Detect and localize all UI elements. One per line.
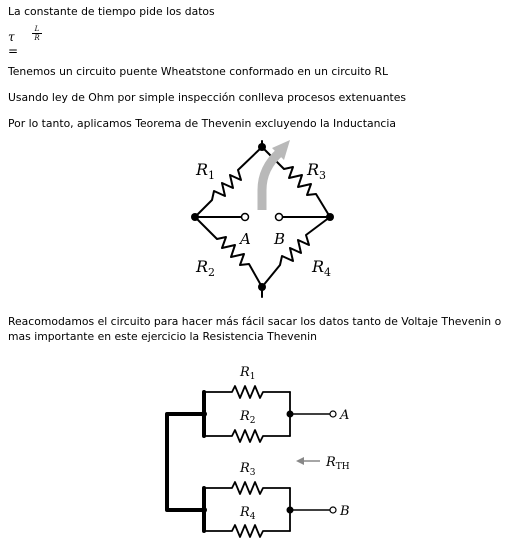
bridge-r4-resistor bbox=[261, 216, 331, 288]
rearranged-r1-resistor bbox=[203, 385, 291, 399]
bridge-label-r4: R4 bbox=[311, 257, 331, 279]
paragraph-wheatstone: Tenemos un circuito puente Wheatstone co… bbox=[8, 65, 389, 78]
rth-arrowhead-icon bbox=[272, 140, 290, 160]
bridge-r1-resistor bbox=[194, 146, 263, 218]
formula-denominator: R bbox=[34, 34, 40, 42]
rearranged-label-b: B bbox=[339, 504, 350, 519]
bridge-terminal-a bbox=[240, 212, 250, 222]
node-top-left bbox=[201, 411, 207, 417]
node-bottom-left bbox=[201, 507, 207, 513]
bridge-label-a: A bbox=[238, 230, 251, 248]
bridge-node-left bbox=[191, 213, 199, 221]
intro-text: La constante de tiempo pide los datos bbox=[8, 5, 215, 18]
bridge-node-bottom bbox=[258, 283, 266, 291]
bridge-node-right bbox=[326, 213, 334, 221]
bridge-terminal-b bbox=[274, 212, 284, 222]
rearranged-label-a: A bbox=[339, 408, 349, 423]
formula-fraction: L R bbox=[32, 25, 42, 42]
node-top-right bbox=[286, 410, 294, 418]
terminal-a bbox=[329, 410, 337, 418]
bridge-label-r2: R2 bbox=[195, 257, 215, 279]
paragraph-thevenin: Por lo tanto, aplicamos Teorema de Theve… bbox=[8, 117, 396, 130]
formula-lhs: τ = bbox=[8, 30, 19, 58]
rearranged-label-r2: R2 bbox=[239, 409, 256, 426]
bridge-r3-resistor bbox=[261, 146, 331, 218]
rearranged-r2-resistor bbox=[203, 429, 291, 443]
terminal-b bbox=[329, 506, 337, 514]
paragraph-ohm: Usando ley de Ohm por simple inspección … bbox=[8, 91, 407, 104]
rearranged-r3-resistor bbox=[203, 481, 291, 495]
bridge-label-b: B bbox=[273, 230, 285, 248]
rearranged-label-r1: R1 bbox=[239, 365, 256, 382]
left-bus bbox=[165, 390, 206, 533]
bridge-label-r3: R3 bbox=[306, 160, 326, 182]
rth-arrow-icon bbox=[296, 457, 304, 465]
node-bottom-right bbox=[286, 506, 294, 514]
bridge-label-r1: R1 bbox=[195, 160, 215, 182]
bridge-r2-resistor bbox=[194, 216, 263, 288]
paragraph-rearrange: Reacomodamos el circuito para hacer más … bbox=[8, 315, 502, 343]
rth-arrow-icon bbox=[257, 148, 284, 210]
formula-numerator: L bbox=[32, 25, 42, 34]
rearranged-r4-resistor bbox=[203, 524, 291, 538]
rearranged-label-r3: R3 bbox=[239, 461, 256, 478]
bridge-node-top bbox=[258, 143, 266, 151]
rearranged-label-r4: R4 bbox=[239, 505, 256, 522]
rearranged-label-rth: RTH bbox=[325, 455, 350, 472]
